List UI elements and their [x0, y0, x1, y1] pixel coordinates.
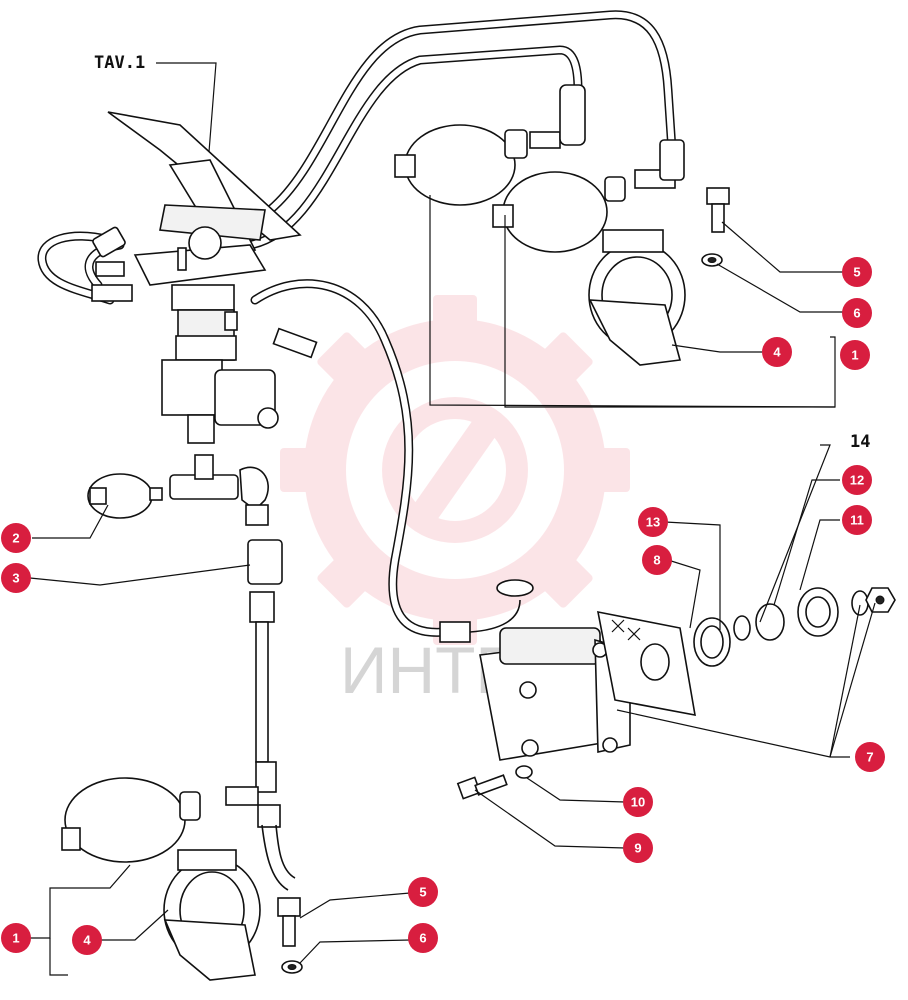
bolt-washer-upper [701, 187, 730, 267]
callout-label: 9 [634, 841, 641, 856]
accumulators-upper [394, 84, 685, 253]
callout-c12: 12 [842, 465, 872, 495]
callout-label: 8 [653, 553, 660, 568]
watermark-gear-icon [280, 295, 630, 645]
gasket-plate [596, 610, 696, 716]
shaft-components [693, 587, 896, 667]
callout-label: 6 [419, 931, 426, 946]
callout-c2: 2 [1, 523, 31, 553]
callout-label: 10 [631, 795, 645, 810]
leader-lines [29, 195, 876, 976]
callout-c3: 3 [1, 563, 31, 593]
accumulator-lower [61, 777, 261, 981]
brake-pedal [107, 111, 302, 256]
tee-and-lines [87, 454, 296, 891]
callout-label: 5 [419, 885, 426, 900]
callout-label: 7 [866, 750, 873, 765]
title-leader-line [156, 62, 217, 191]
callout-c1b: 1 [1, 923, 31, 953]
callout-label: 4 [773, 345, 781, 360]
callout-c4a: 4 [762, 337, 792, 367]
valve-fittings [91, 226, 318, 359]
callout-c6a: 6 [842, 298, 872, 328]
callout-c1a: 1 [840, 340, 870, 370]
callout-c13: 13 [638, 507, 668, 537]
brake-valve [133, 226, 279, 444]
callout-c10: 10 [623, 787, 653, 817]
callout-label: 3 [12, 571, 19, 586]
callout-c5a: 5 [842, 257, 872, 287]
callout-label: 1 [851, 348, 858, 363]
callout-c7: 7 [855, 742, 885, 772]
pump-feed-hose [250, 279, 450, 637]
callout-label: 13 [646, 515, 660, 530]
callout-label: 6 [853, 306, 860, 321]
callout-c6b: 6 [408, 923, 438, 953]
callout-label: 1 [12, 931, 19, 946]
bolt-washer-lower [277, 897, 303, 974]
callout-label: 2 [12, 531, 19, 546]
upper-hoses [245, 10, 677, 250]
callout-label: 5 [853, 265, 860, 280]
callout-c11: 11 [842, 505, 872, 535]
callout-label: 12 [850, 473, 864, 488]
diagram-title: TAV.1 [94, 53, 145, 73]
callout-label: 4 [83, 933, 91, 948]
callout-c9: 9 [623, 833, 653, 863]
clamp-bracket-upper [588, 229, 686, 366]
callout-c8: 8 [642, 545, 672, 575]
callout-c5b: 5 [408, 877, 438, 907]
label-14: 14 [850, 432, 870, 452]
pump-bolt-washer [456, 765, 533, 800]
callout-label: 11 [850, 513, 864, 528]
callout-c4b: 4 [72, 925, 102, 955]
